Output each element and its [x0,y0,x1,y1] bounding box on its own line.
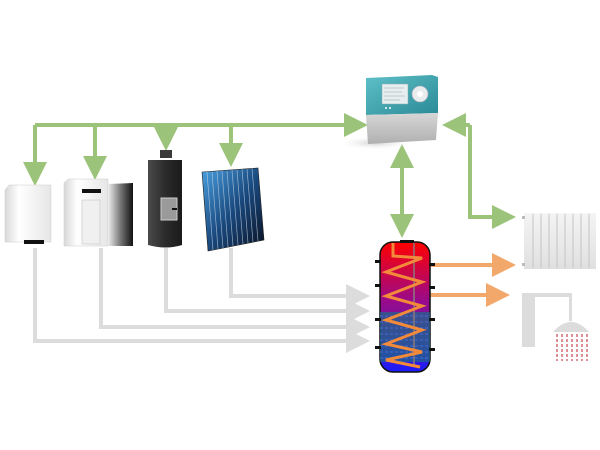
shower-column [522,293,535,347]
pipe-oil-boiler-to-tank [99,248,370,339]
gas-boiler[interactable] [4,184,52,244]
radiator-fins [532,214,590,268]
control-line-radiator [468,125,516,229]
pipe-stove-to-tank [164,248,370,323]
hot-water-pipes [430,253,516,307]
tank-connectors [375,240,435,351]
shower-icon [553,322,589,332]
oil-boiler-door [81,199,101,245]
shower[interactable] [522,293,589,361]
controller-led-icon [385,107,387,109]
controller-dial-center [417,91,423,97]
oil-boiler[interactable] [63,178,133,247]
oil-boiler-side-unit [108,183,133,246]
shower-water-drops [556,334,588,361]
buffer-tank[interactable] [375,240,435,373]
controller-display [381,83,409,105]
radiator-valve-bottom [522,263,525,266]
controller-display-lines [384,87,405,101]
shower-drop-pipe [569,293,572,321]
gas-boiler-vent [24,240,44,244]
pipe-gas-boiler-to-tank [33,248,370,353]
control-lines [23,113,516,238]
tank-heating-coil [380,243,427,369]
supply-pipes [33,248,370,353]
controller-bottom-panel [366,113,438,144]
stove-handle [172,208,177,210]
oil-boiler-control-strip [82,189,101,193]
radiator-icon [524,213,596,269]
solar-tubes [206,167,259,251]
stove-flue [160,150,172,158]
solar-collector[interactable] [201,167,265,252]
wall-boiler-icon [4,184,52,243]
pipe-solar-to-tank [229,248,370,308]
radiator-valve-top [522,216,525,219]
controller[interactable] [337,75,438,150]
radiator[interactable] [522,213,596,269]
controller-led-icon [389,107,391,109]
shower-arm [522,293,572,297]
wood-stove[interactable] [148,150,182,248]
